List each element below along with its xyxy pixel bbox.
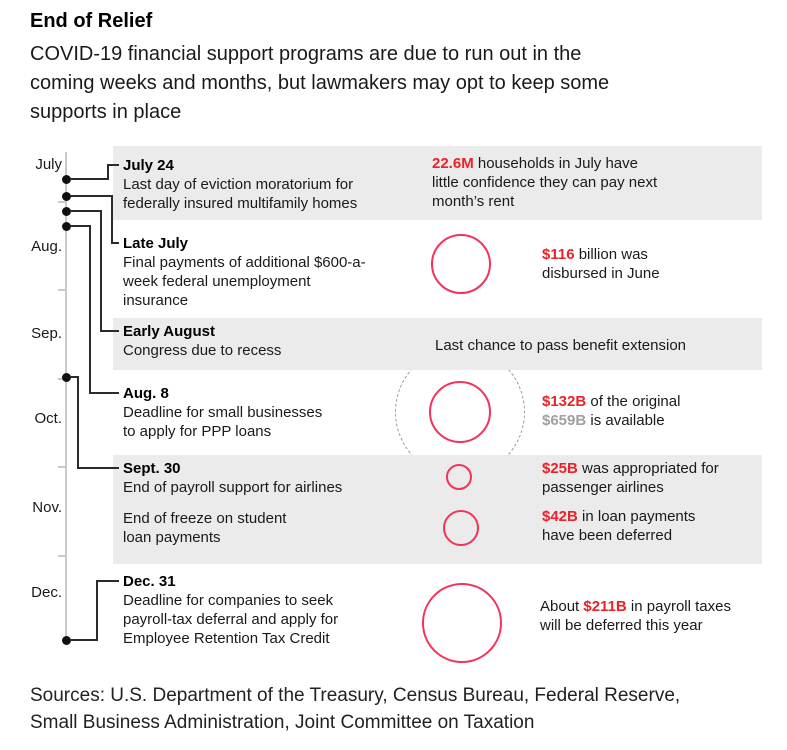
event-sept30: Sept. 30 End of payroll support for airl…	[123, 459, 403, 497]
month-label-dec: Dec.	[31, 584, 62, 601]
annotation-132b: $132B of the original $659B is available	[542, 392, 732, 430]
connector-sept30	[70, 376, 119, 469]
axis-tick-sep	[58, 289, 65, 291]
bubble-211b	[422, 583, 502, 663]
annotation-text: of the original	[590, 393, 681, 410]
annotation-211b: About $211B in payroll taxes will be def…	[540, 597, 780, 635]
annotation-text: Last chance to pass benefit extension	[435, 337, 687, 354]
event-desc: Final payments of additional $600-a- wee…	[123, 254, 366, 309]
annotation-text: in loan payments have been deferred	[542, 508, 696, 544]
annotation-households: 22.6M households in July have little con…	[432, 154, 692, 211]
event-desc: End of freeze on student loan payments	[123, 510, 287, 546]
highlight-value: $42B	[542, 508, 578, 525]
timeline-dot-late-july	[62, 192, 71, 201]
annotation-text: households in July have little confidenc…	[432, 155, 658, 210]
event-july24: July 24 Last day of eviction moratorium …	[123, 156, 403, 213]
bubble-659b-dashed	[395, 370, 525, 455]
annotation-116b: $116 billion was disbursed in June	[542, 245, 722, 283]
timeline-axis	[65, 152, 67, 641]
axis-tick-dec	[58, 555, 65, 557]
event-date: July 24	[123, 157, 174, 174]
highlight-value: $132B	[542, 393, 587, 410]
timeline-dot-aug8	[62, 222, 71, 231]
row-band-sept30	[113, 455, 762, 564]
event-desc: Deadline for companies to seek payroll-t…	[123, 592, 339, 647]
event-desc: Congress due to recess	[123, 342, 282, 359]
event-late-july: Late July Final payments of additional $…	[123, 234, 403, 310]
event-date: Aug. 8	[123, 385, 169, 402]
timeline-dot-sept30	[62, 373, 71, 382]
axis-tick-oct	[58, 378, 65, 380]
annotation-text: was appropriated for passenger airlines	[542, 460, 719, 496]
event-desc: Deadline for small businesses to apply f…	[123, 404, 323, 440]
annotation-text: billion was disbursed in June	[542, 246, 660, 282]
sources-note: Sources: U.S. Department of the Treasury…	[30, 685, 681, 733]
event-student-loans: End of freeze on student loan payments	[123, 509, 403, 547]
highlight-value: $116	[542, 246, 575, 263]
highlight-value: $25B	[542, 460, 578, 477]
highlight-value: $211B	[583, 598, 627, 615]
month-label-nov: Nov.	[32, 499, 62, 516]
month-label-july: July	[35, 156, 62, 173]
annotation-42b: $42B in loan payments have been deferred	[542, 507, 762, 545]
connector-july24	[70, 164, 119, 180]
month-label-sep: Sep.	[31, 325, 62, 342]
bubble-132b	[429, 381, 491, 443]
annotation-text: is available	[586, 412, 665, 429]
connector-dec31	[70, 580, 119, 641]
event-aug8: Aug. 8 Deadline for small businesses to …	[123, 384, 403, 441]
timeline-dot-dec31	[62, 636, 71, 645]
muted-value: $659B	[542, 412, 587, 429]
month-label-oct: Oct.	[34, 410, 62, 427]
event-date: Dec. 31	[123, 573, 176, 590]
event-dec31: Dec. 31 Deadline for companies to seek p…	[123, 572, 403, 648]
bubble-25b	[446, 464, 472, 490]
page-subtitle: COVID-19 financial support programs are …	[30, 43, 610, 123]
connector-aug8	[70, 225, 119, 394]
row-band-early-august	[113, 318, 762, 370]
event-desc: End of payroll support for airlines	[123, 479, 343, 496]
axis-tick-nov	[58, 466, 65, 468]
event-date: Early August	[123, 323, 215, 340]
axis-tick-aug	[58, 201, 65, 203]
month-label-aug: Aug.	[31, 238, 62, 255]
annotation-benefit-extension: Last chance to pass benefit extension	[435, 336, 735, 355]
connector-late-july	[70, 195, 119, 244]
event-date: Late July	[123, 235, 189, 252]
page-title: End of Relief	[30, 10, 153, 32]
annotation-text: About	[540, 598, 584, 615]
bubble-659b-dashed-clip	[393, 370, 529, 455]
timeline-dot-early-august	[62, 207, 71, 216]
event-early-august: Early August Congress due to recess	[123, 322, 403, 360]
event-date: Sept. 30	[123, 460, 181, 477]
bubble-116b	[431, 234, 491, 294]
connector-early-august	[70, 210, 119, 332]
annotation-text: in payroll taxes will be deferred this y…	[540, 598, 731, 634]
row-band-july24	[113, 146, 762, 220]
bubble-42b	[443, 510, 479, 546]
timeline-dot-july24	[62, 175, 71, 184]
highlight-value: 22.6M	[432, 155, 474, 172]
event-desc: Last day of eviction moratorium for fede…	[123, 176, 358, 212]
annotation-25b: $25B was appropriated for passenger airl…	[542, 459, 762, 497]
